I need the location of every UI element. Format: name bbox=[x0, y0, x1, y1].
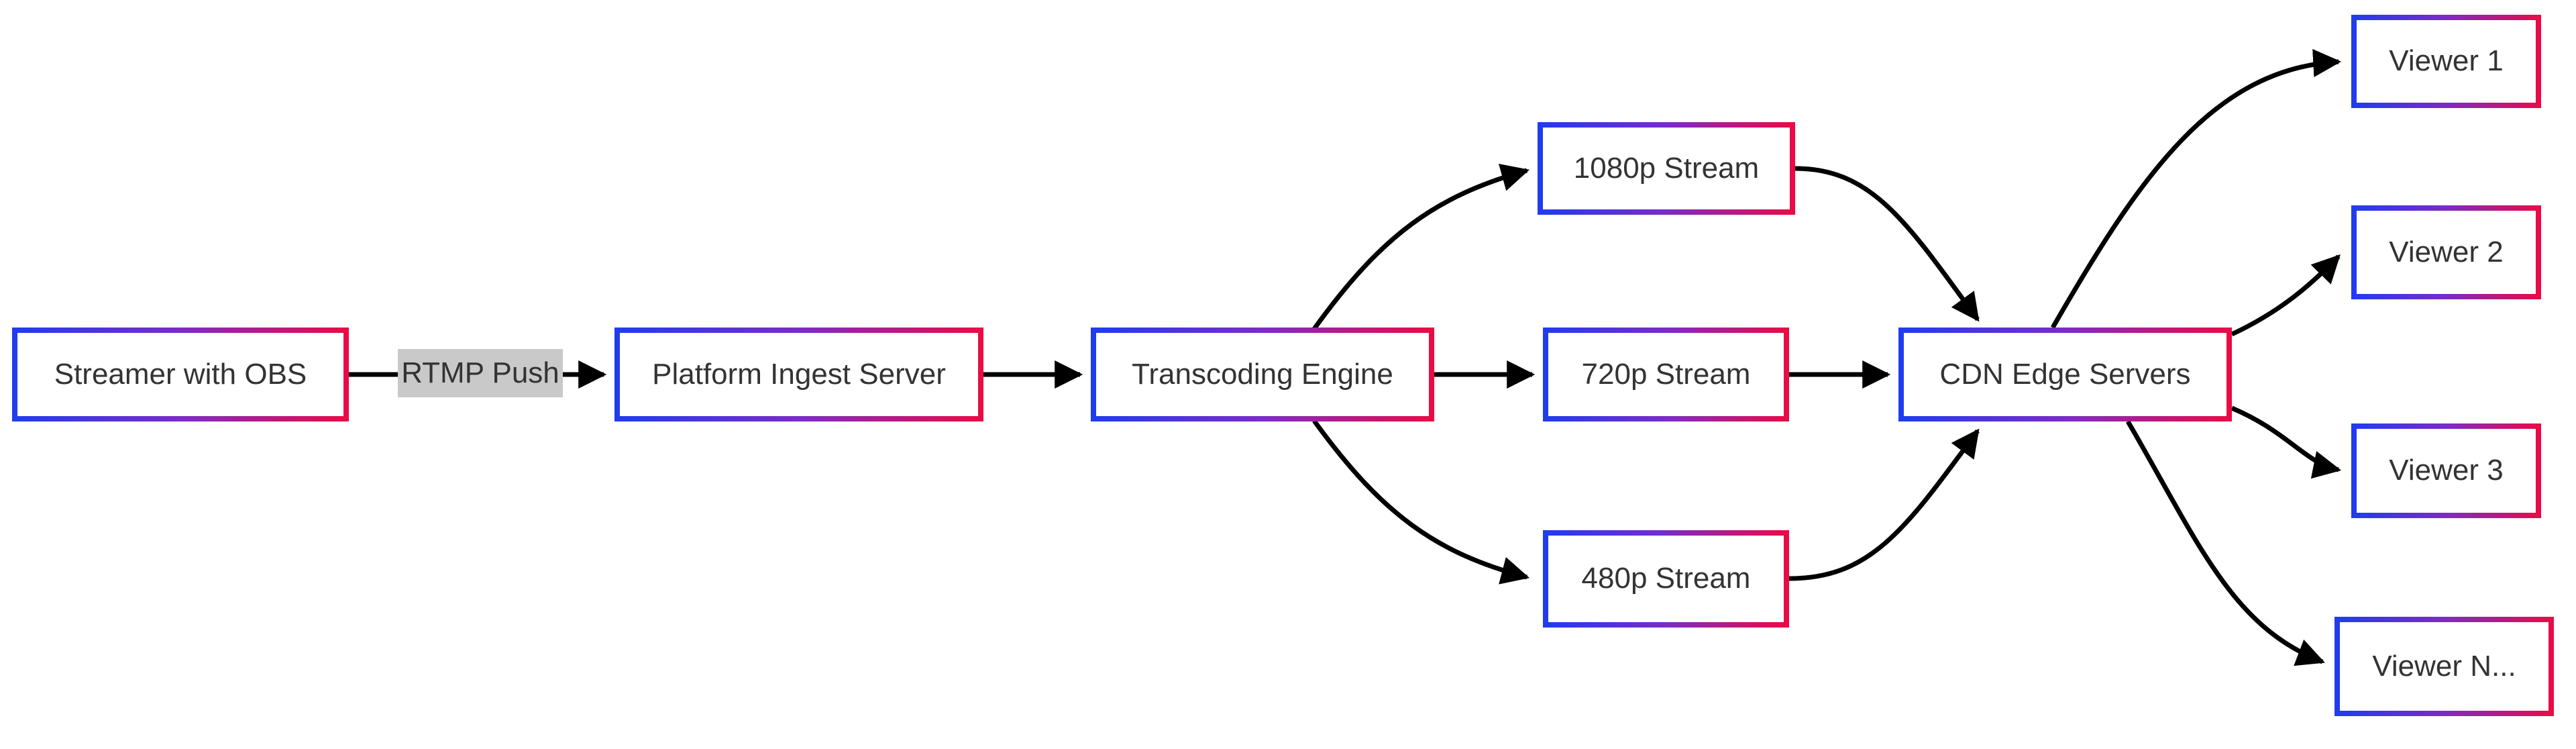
node-viewer-3: Viewer 3 bbox=[2351, 423, 2541, 518]
node-label-1080p: 1080p Stream bbox=[1573, 151, 1760, 185]
node-transcoding-engine: Transcoding Engine bbox=[1091, 328, 1434, 421]
edge-cdn-viewer1 bbox=[2050, 49, 2342, 329]
node-label-480p: 480p Stream bbox=[1581, 562, 1751, 595]
node-viewer-1: Viewer 1 bbox=[2351, 15, 2541, 108]
edge-cdn-viewerN bbox=[2125, 420, 2325, 666]
node-cdn-edge-servers: CDN Edge Servers bbox=[1898, 328, 2232, 421]
node-label-streamer: Streamer with OBS bbox=[54, 357, 307, 391]
node-label-viewer2: Viewer 2 bbox=[2389, 235, 2504, 268]
edge-transcoder-1080p bbox=[1312, 163, 1530, 331]
node-label-viewer1: Viewer 1 bbox=[2389, 44, 2504, 78]
node-label-viewer3: Viewer 3 bbox=[2389, 454, 2504, 487]
node-480p-stream: 480p Stream bbox=[1543, 530, 1789, 628]
node-label-720p: 720p Stream bbox=[1581, 357, 1751, 391]
edge-label-rtmp-push: RTMP Push bbox=[398, 349, 563, 397]
node-label-cdn: CDN Edge Servers bbox=[1939, 357, 2191, 391]
node-viewer-2: Viewer 2 bbox=[2351, 205, 2541, 299]
node-label-ingest: Platform Ingest Server bbox=[652, 357, 946, 391]
node-1080p-stream: 1080p Stream bbox=[1538, 122, 1795, 215]
node-viewer-n: Viewer N... bbox=[2334, 617, 2554, 716]
edge-1080p-cdn bbox=[1794, 166, 1980, 322]
edge-480p-cdn bbox=[1788, 428, 1980, 581]
edge-cdn-viewer3 bbox=[2231, 405, 2342, 479]
node-label-transcoder: Transcoding Engine bbox=[1132, 357, 1393, 391]
edge-label-text: RTMP Push bbox=[401, 356, 559, 389]
node-label-viewerN: Viewer N... bbox=[2372, 649, 2516, 683]
edge-transcoder-480p bbox=[1312, 419, 1530, 585]
edge-cdn-viewer2 bbox=[2231, 254, 2341, 337]
node-streamer-with-obs: Streamer with OBS bbox=[12, 328, 349, 421]
node-platform-ingest-server: Platform Ingest Server bbox=[614, 328, 983, 421]
node-720p-stream: 720p Stream bbox=[1543, 328, 1789, 421]
